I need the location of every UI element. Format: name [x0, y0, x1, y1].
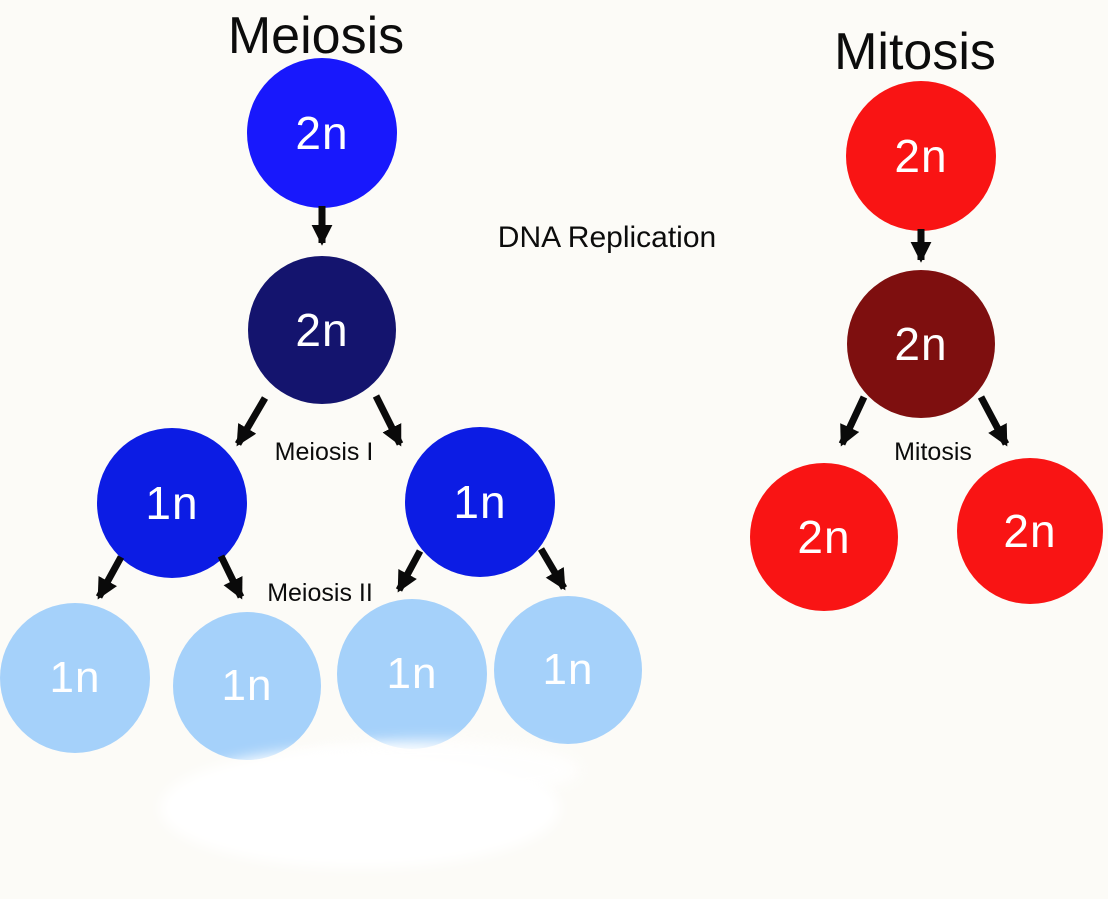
down-right-arrow-icon: [372, 394, 404, 447]
down-right-arrow-icon: [537, 547, 568, 591]
meiosis-final-cell-1: 1n: [0, 603, 150, 753]
meiosis-haploid-cell-left: 1n: [97, 428, 247, 578]
down-left-arrow-icon: [838, 395, 868, 447]
background-smudge: [160, 748, 560, 868]
meiosis-final-cell-3: 1n: [337, 599, 487, 749]
down-right-arrow-icon: [977, 395, 1010, 447]
cell-ploidy-label: 1n: [542, 645, 594, 694]
mitosis-title: Mitosis: [834, 23, 996, 81]
down-right-arrow-icon: [217, 554, 245, 600]
mitosis-daughter-cell-left: 2n: [750, 463, 898, 611]
down-left-arrow-icon: [234, 396, 269, 447]
meiosis-1-label: Meiosis I: [274, 438, 374, 466]
mitosis-division-label: Mitosis: [894, 438, 972, 466]
dna-replication-label: DNA Replication: [497, 221, 717, 254]
meiosis-2-label: Meiosis II: [267, 579, 373, 607]
cell-ploidy-label: 2n: [797, 511, 851, 563]
meiosis-title: Meiosis: [227, 7, 405, 65]
cell-ploidy-label: 1n: [145, 477, 199, 529]
cell-ploidy-label: 2n: [894, 318, 948, 370]
cell-ploidy-label: 2n: [295, 304, 349, 356]
mitosis-daughter-cell-right: 2n: [957, 458, 1103, 604]
mitosis-parent-cell: 2n: [846, 81, 996, 231]
background-smudge: [280, 740, 580, 800]
meiosis-parent-cell: 2n: [247, 58, 397, 208]
cell-ploidy-label: 2n: [1003, 505, 1057, 557]
cell-ploidy-label: 1n: [49, 653, 101, 702]
meiosis-final-cell-4: 1n: [494, 596, 642, 744]
down-left-arrow-icon: [395, 549, 424, 593]
cell-ploidy-label: 1n: [386, 649, 438, 698]
meiosis-replicated-cell: 2n: [248, 256, 396, 404]
cell-ploidy-label: 2n: [894, 130, 948, 182]
cell-ploidy-label: 1n: [221, 661, 273, 710]
mitosis-replicated-cell: 2n: [847, 270, 995, 418]
meiosis-final-cell-2: 1n: [173, 612, 321, 760]
cell-ploidy-label: 1n: [453, 476, 507, 528]
down-left-arrow-icon: [95, 555, 125, 600]
cell-ploidy-label: 2n: [295, 107, 349, 159]
meiosis-haploid-cell-right: 1n: [405, 427, 555, 577]
